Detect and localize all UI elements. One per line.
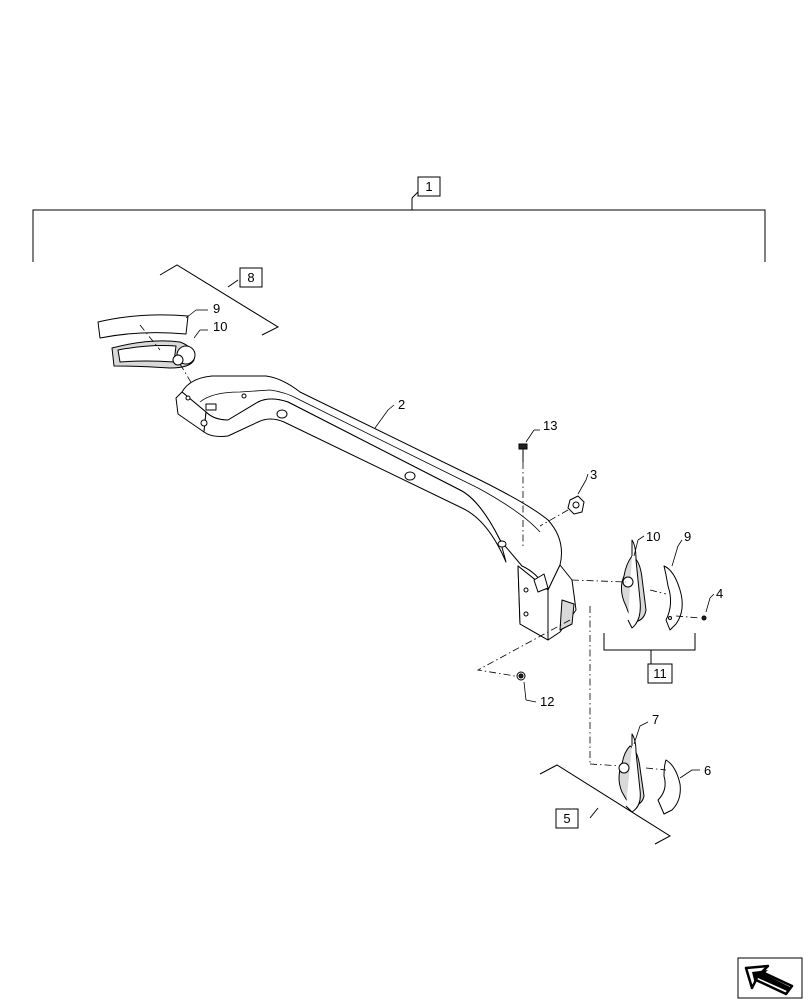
lamp-housing-right: 10 [620, 529, 660, 629]
callout-6: 6 [704, 763, 711, 778]
callout-9b: 9 [684, 529, 691, 544]
callout-1: 1 [425, 179, 432, 194]
callout-12: 12 [540, 694, 554, 709]
callout-10a: 10 [213, 319, 227, 334]
lamp-housing-lower: 7 [618, 712, 659, 813]
kit-bracket-11: 11 [603, 633, 696, 684]
assembly-bracket-1: 1 [32, 176, 766, 262]
direction-arrow-icon [737, 957, 803, 999]
screw-12: 12 [516, 671, 554, 709]
callout-5: 5 [563, 811, 570, 826]
callout-9a: 9 [213, 301, 220, 316]
main-bar-2: 2 [175, 375, 577, 641]
callout-11: 11 [653, 666, 667, 681]
screw-4: 4 [701, 586, 723, 621]
screw-13: 13 [518, 418, 557, 462]
callout-2: 2 [398, 397, 405, 412]
lens-left: 9 [97, 301, 220, 339]
lens-lower: 6 [657, 759, 711, 815]
callout-10b: 10 [646, 529, 660, 544]
nut-3: 3 [567, 467, 597, 515]
callout-3: 3 [590, 467, 597, 482]
kit-bracket-5: 5 [539, 764, 671, 845]
kit-bracket-8: 8 [159, 264, 280, 336]
callout-13: 13 [543, 418, 557, 433]
callout-8: 8 [247, 270, 254, 285]
lens-right: 9 [663, 529, 691, 631]
callout-4: 4 [716, 586, 723, 601]
callout-7: 7 [652, 712, 659, 727]
lamp-housing-left: 10 [111, 319, 227, 369]
